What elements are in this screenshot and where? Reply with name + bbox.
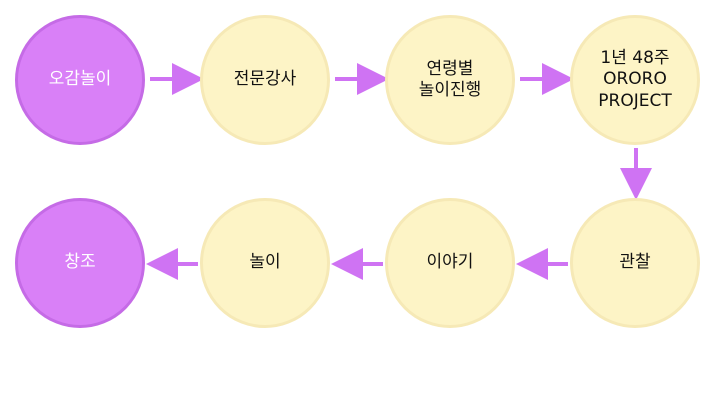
node-ogam-nori: 오감놀이 [15, 15, 145, 145]
node-label: 1년 48주 ORORO PROJECT [598, 48, 672, 111]
node-age-play: 연령별 놀이진행 [385, 15, 515, 145]
node-creation: 창조 [15, 198, 145, 328]
node-story: 이야기 [385, 198, 515, 328]
node-label: 이야기 [426, 252, 474, 273]
node-ororo-project: 1년 48주 ORORO PROJECT [570, 15, 700, 145]
node-label: 놀이 [249, 252, 281, 273]
node-label: 오감놀이 [48, 69, 112, 90]
node-label: 관찰 [619, 252, 651, 273]
node-expert-instructor: 전문강사 [200, 15, 330, 145]
node-play: 놀이 [200, 198, 330, 328]
node-label: 연령별 놀이진행 [418, 58, 482, 100]
node-label: 전문강사 [233, 69, 297, 90]
node-observation: 관찰 [570, 198, 700, 328]
node-label: 창조 [64, 252, 96, 273]
